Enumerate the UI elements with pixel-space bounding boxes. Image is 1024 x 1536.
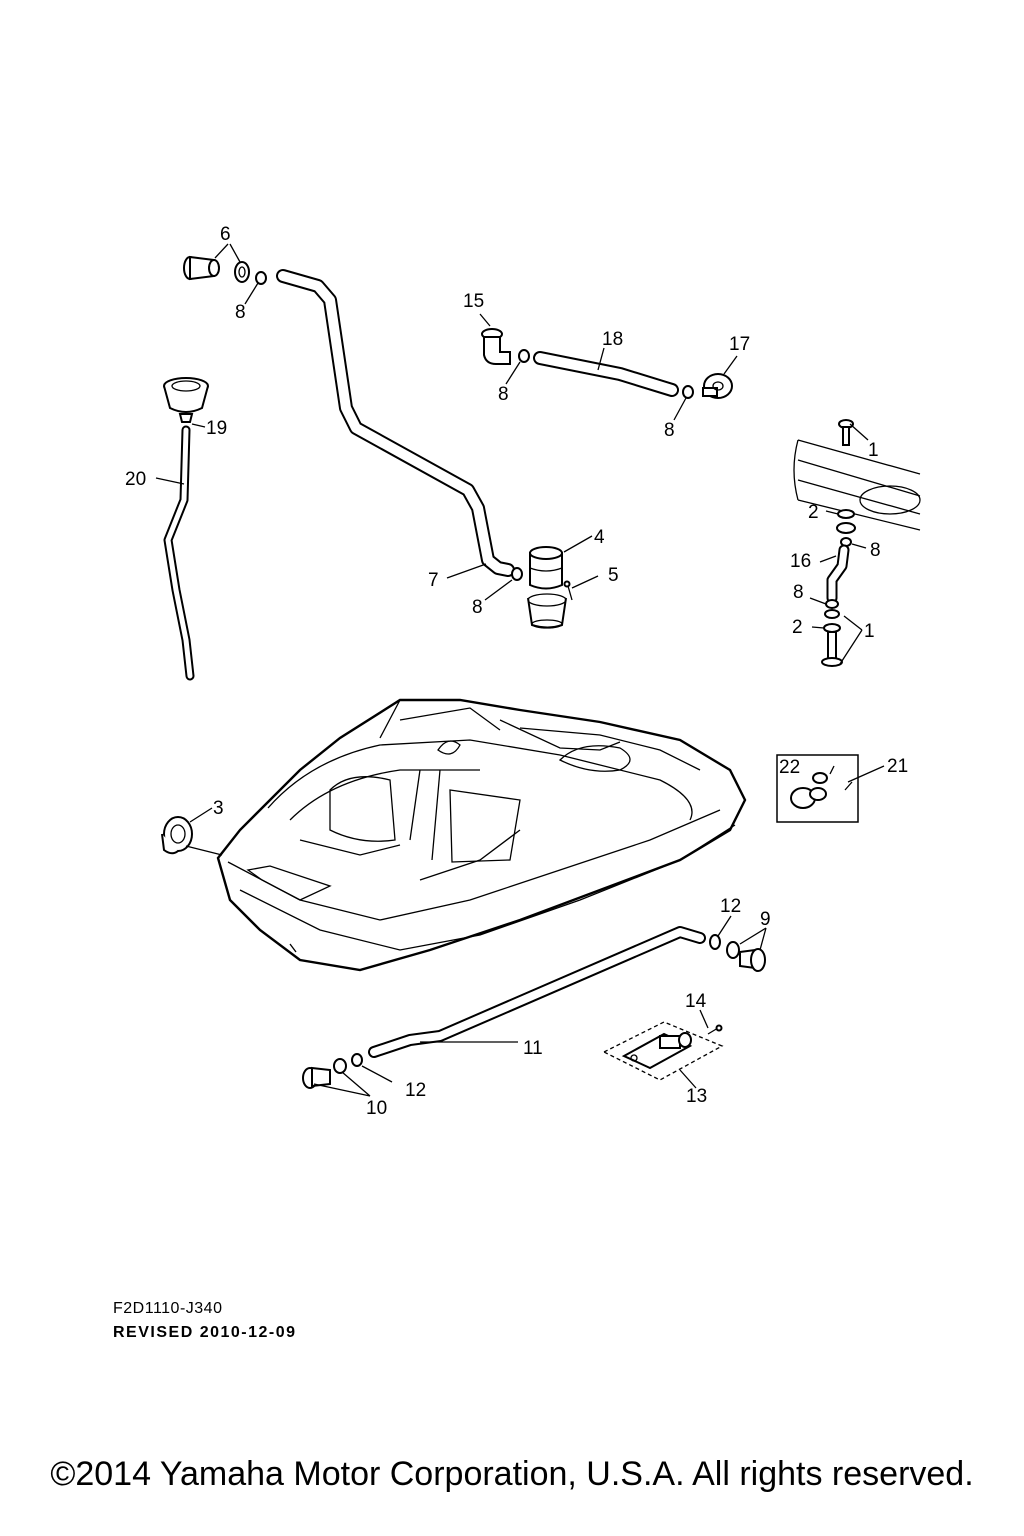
part-12-nut-right — [709, 934, 721, 950]
callout-8-c: 8 — [498, 384, 509, 405]
hose-16 — [826, 544, 850, 604]
tube-11 — [368, 926, 706, 1058]
part-1-fitting-top — [838, 419, 854, 446]
callout-17: 17 — [729, 334, 750, 355]
callout-12-left: 12 — [405, 1080, 426, 1101]
callout-12-right: 12 — [720, 896, 741, 917]
callout-20: 20 — [125, 469, 146, 490]
part-6-fitting — [183, 255, 250, 283]
part-17-vent — [702, 373, 733, 399]
callout-9: 9 — [760, 909, 771, 930]
deck-section — [793, 439, 921, 531]
callout-10: 10 — [366, 1098, 387, 1119]
callout-16: 16 — [790, 551, 811, 572]
clamp-8-c — [518, 349, 530, 363]
callout-6: 6 — [220, 224, 231, 245]
callout-11: 11 — [523, 1038, 543, 1059]
callout-14: 14 — [685, 991, 707, 1012]
part-4-canister — [527, 546, 567, 629]
leader-lines — [155, 243, 885, 1097]
copyright-notice: ©2014 Yamaha Motor Corporation, U.S.A. A… — [50, 1455, 974, 1493]
callout-19: 19 — [206, 418, 227, 439]
part-14-screw — [707, 1024, 723, 1035]
callout-7: 7 — [428, 570, 439, 591]
callout-8-f: 8 — [793, 582, 804, 603]
callout-labels: 6 8 15 18 17 8 8 19 20 4 5 7 8 1 2 8 16 … — [125, 224, 908, 1119]
clamp-8-b — [511, 567, 523, 581]
hose-18 — [533, 351, 679, 397]
part-13-bracket — [602, 1021, 724, 1081]
clamp-8-f — [825, 599, 839, 609]
revision-date: REVISED 2010-12-09 — [113, 1324, 297, 1341]
part-10-fitting — [302, 1058, 347, 1089]
part-21-22-inset — [776, 754, 859, 823]
part-5-screw — [563, 580, 573, 601]
callout-1-top: 1 — [868, 440, 879, 461]
callout-8-e: 8 — [870, 540, 881, 561]
callout-21: 21 — [887, 756, 908, 777]
callout-13: 13 — [686, 1086, 707, 1107]
callout-18: 18 — [602, 329, 623, 350]
callout-8-b: 8 — [472, 597, 483, 618]
part-2-washer-top — [836, 509, 856, 534]
callout-15: 15 — [463, 291, 484, 312]
callout-3: 3 — [213, 798, 224, 819]
callout-8-d: 8 — [664, 420, 675, 441]
part-3-plug — [161, 816, 193, 855]
hose-20 — [163, 425, 195, 681]
boat-hull — [216, 698, 747, 972]
callout-2-top: 2 — [808, 502, 819, 523]
callout-5: 5 — [608, 565, 619, 586]
part-1-fitting-bottom — [821, 609, 843, 667]
part-9-fitting — [726, 941, 766, 972]
hose-7 — [276, 269, 515, 577]
diagram-code: F2D1110-J340 — [113, 1300, 223, 1317]
callout-1-bottom: 1 — [864, 621, 875, 642]
callout-4: 4 — [594, 527, 605, 548]
callout-8-a: 8 — [235, 302, 246, 323]
part-15-elbow — [481, 328, 511, 365]
part-19-filler-cup — [163, 377, 209, 423]
clamp-8-d — [682, 385, 694, 399]
part-12-nut-left — [351, 1053, 363, 1067]
clamp-8-a — [255, 271, 267, 285]
callout-2-bottom: 2 — [792, 617, 803, 638]
callout-22: 22 — [779, 757, 800, 778]
